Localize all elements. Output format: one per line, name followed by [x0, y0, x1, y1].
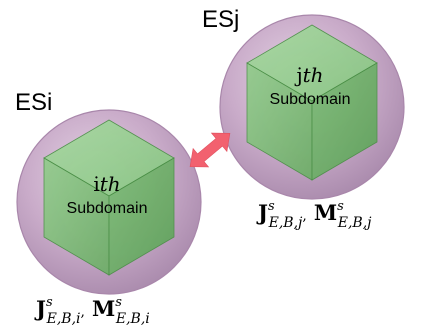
- cube-i: [43, 119, 175, 276]
- magnetic-subscript-j: E,B,j: [337, 215, 372, 231]
- subdomain-j-index: jth: [294, 63, 323, 87]
- current-subscript-j: E,B,j: [268, 215, 303, 231]
- magnetic-subscript-i: E,B,i: [115, 311, 150, 327]
- current-subscript-i: E,B,i: [46, 311, 81, 327]
- subdomain-i-group: ith Subdomain: [16, 109, 202, 295]
- subdomain-j-caption: Subdomain: [270, 91, 351, 108]
- magnetic-superscript-j: s: [337, 199, 344, 214]
- subdomain-i-caption: Subdomain: [67, 200, 148, 217]
- cube-j: [246, 24, 378, 181]
- separator-j: ,: [302, 208, 306, 224]
- current-superscript-i: s: [46, 295, 53, 310]
- region-label-j: ESj: [202, 6, 239, 33]
- magnetic-symbol-i: M: [92, 296, 115, 321]
- current-superscript-j: s: [268, 199, 275, 214]
- coupling-arrow: [189, 132, 231, 168]
- magnetic-symbol-j: M: [314, 200, 337, 225]
- subdomain-i-index: ith: [93, 172, 120, 196]
- region-label-i: ESi: [15, 89, 52, 116]
- double-arrow-icon: [189, 132, 231, 168]
- cube-j-right-face: [311, 62, 378, 181]
- subdomain-j-group: jth Subdomain: [219, 14, 405, 200]
- magnetic-superscript-i: s: [115, 295, 122, 310]
- separator-i: ,: [81, 304, 85, 320]
- cube-i-right-face: [108, 157, 175, 276]
- current-symbol-i: J: [34, 296, 46, 321]
- current-symbol-j: J: [256, 200, 268, 225]
